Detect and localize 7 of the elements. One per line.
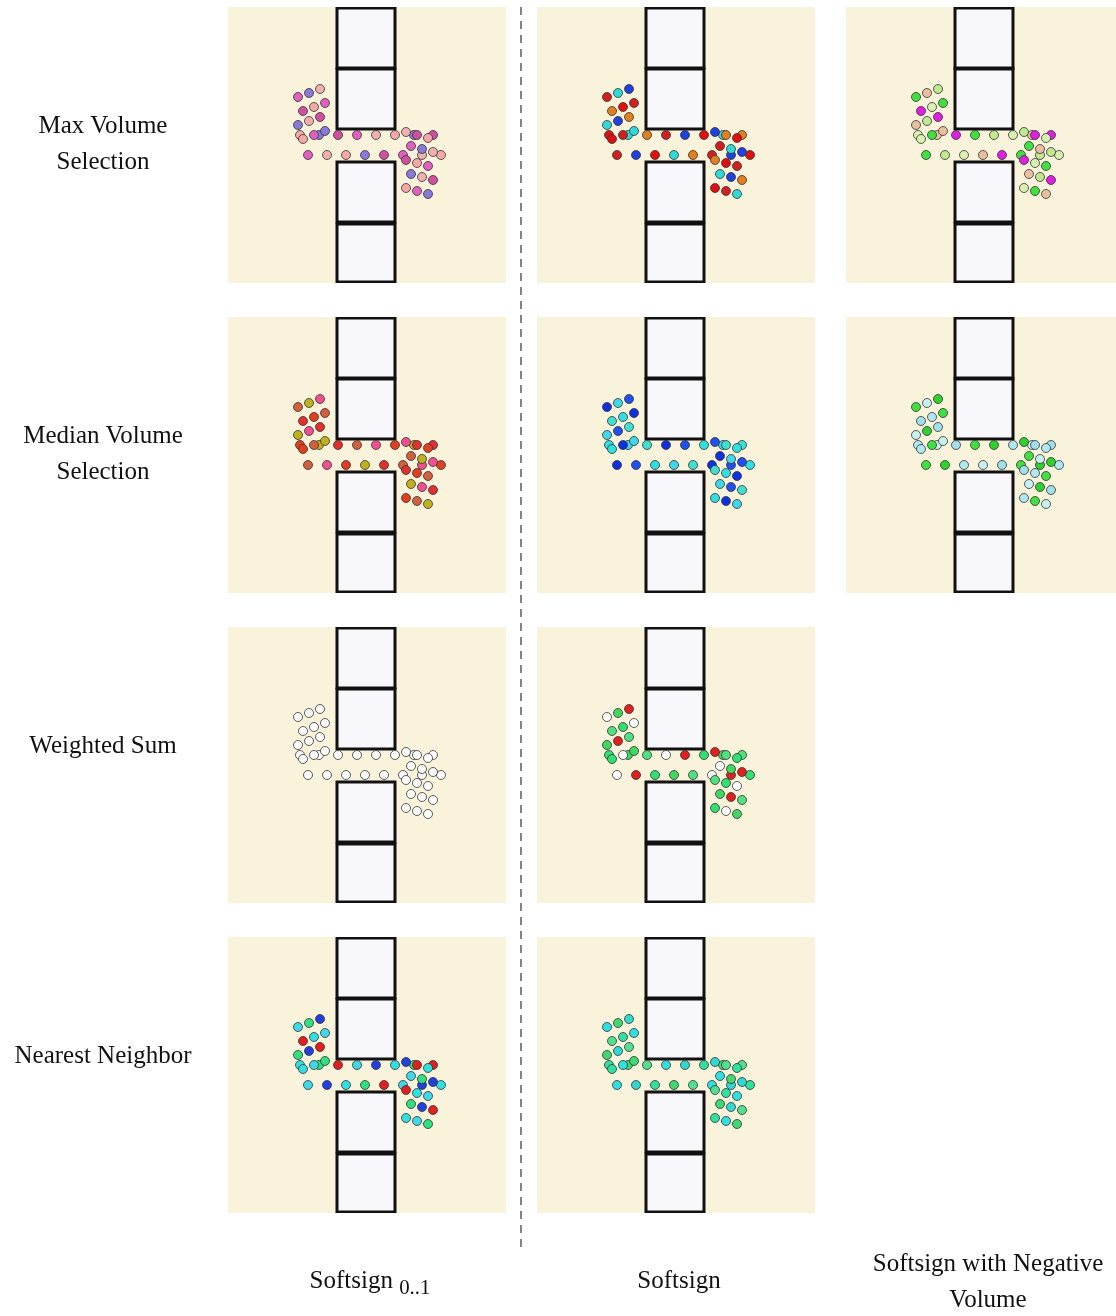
column-label: Softsign with Negative Volume bbox=[871, 1248, 1105, 1314]
row-label: Median Volume Selection bbox=[22, 420, 184, 486]
row-label: Max Volume Selection bbox=[37, 110, 169, 176]
row-label: Nearest Neighbor bbox=[13, 1040, 193, 1070]
column-label: Softsign bbox=[636, 1265, 722, 1295]
row-label: Weighted Sum bbox=[28, 730, 178, 760]
column-label: Softsign $_{0..1}$ bbox=[308, 1265, 432, 1301]
